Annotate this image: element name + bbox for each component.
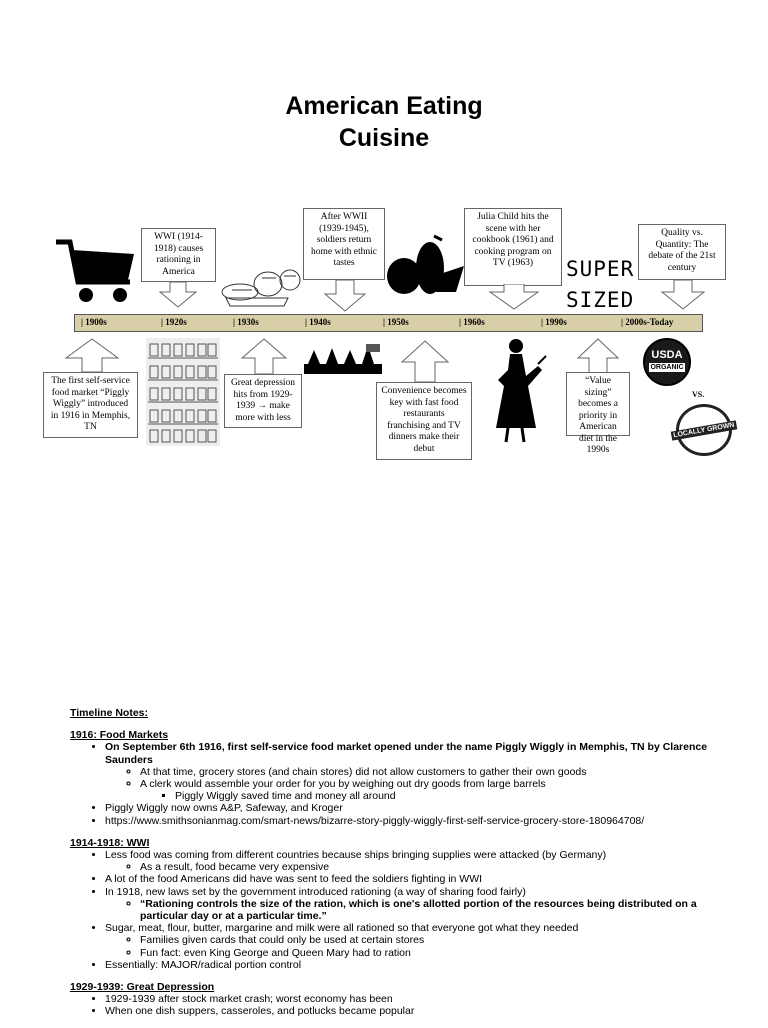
organic-text: ORGANIC xyxy=(649,363,685,372)
timeline-bar: 1900s 1920s 1930s 1940s 1950s 1960s 1990… xyxy=(74,314,703,332)
food-baskets-icon xyxy=(221,269,301,307)
list-item: Essentially: MAJOR/radical portion contr… xyxy=(105,959,720,971)
down-arrow-icon xyxy=(323,280,367,312)
piggly-wiggly-box: The first self-service food market “Pigg… xyxy=(43,372,138,438)
tick-1920s: 1920s xyxy=(161,317,187,327)
sized-text: SIZED xyxy=(566,288,635,312)
piggly-wiggly-text: The first self-service food market “Pigg… xyxy=(50,376,131,432)
list-item: Sugar, meat, flour, butter, margarine an… xyxy=(105,922,720,959)
down-arrow-icon xyxy=(158,282,198,308)
julia-child-box: Julia Child hits the scene with her cook… xyxy=(464,208,562,286)
value-sizing-box: “Value sizing” becomes a priority in Ame… xyxy=(566,372,630,455)
up-arrow-icon xyxy=(576,338,620,376)
list-item: At that time, grocery stores (and chain … xyxy=(140,766,720,778)
list-item: In 1918, new laws set by the government … xyxy=(105,886,720,923)
list-item: A lot of the food Americans did have was… xyxy=(105,873,720,885)
section-title-wwi: 1914-1918: WWI xyxy=(70,836,150,849)
list-item: When one dish suppers, casseroles, and p… xyxy=(105,1005,720,1017)
title-line-1: American Eating xyxy=(285,92,483,120)
wwi-text: WWI (1914-1918) causes rationing in Amer… xyxy=(153,232,204,277)
up-arrow-icon xyxy=(400,340,450,382)
convenience-text: Convenience becomes key with fast food r… xyxy=(381,386,467,454)
usda-organic-seal: USDA ORGANIC xyxy=(643,338,691,386)
list-item: A clerk would assemble your order for yo… xyxy=(140,778,720,802)
convenience-box: Convenience becomes key with fast food r… xyxy=(376,382,472,460)
page-title: American Eating Cuisine xyxy=(0,90,768,154)
notes-heading: Timeline Notes: xyxy=(70,707,148,719)
tick-2000s-today: 2000s-Today xyxy=(621,317,673,327)
timeline-notes: Timeline Notes: 1916: Food Markets On Se… xyxy=(70,707,720,1028)
list-item: As a result, food became very expensive xyxy=(140,861,720,873)
woman-cook-icon xyxy=(496,339,547,443)
down-arrow-icon xyxy=(660,280,706,310)
list-item: On September 6th 1916, first self-servic… xyxy=(105,741,720,802)
shopping-cart-icon xyxy=(56,239,134,302)
list-item: 1929-1939 after stock market crash; wors… xyxy=(105,993,720,1005)
locally-grown-seal: LOCALLY GROWN xyxy=(670,404,738,456)
up-arrow-icon xyxy=(64,338,120,372)
tick-1960s: 1960s xyxy=(459,317,485,327)
section-list-1916: On September 6th 1916, first self-servic… xyxy=(70,741,720,826)
quality-quantity-text: Quality vs. Quantity: The debate of the … xyxy=(648,228,716,273)
list-item: Piggly Wiggly now owns A&P, Safeway, and… xyxy=(105,802,720,814)
list-item: “Rationing controls the size of the rati… xyxy=(140,898,720,922)
wwii-box: After WWII (1939-1945), soldiers return … xyxy=(303,208,385,280)
smithsonian-link[interactable]: https://www.smithsonianmag.com/smart-new… xyxy=(105,815,720,827)
tick-1950s: 1950s xyxy=(383,317,409,327)
super-sized-label: SUPER SIZED xyxy=(566,254,634,316)
wwi-box: WWI (1914-1918) causes rationing in Amer… xyxy=(141,228,216,282)
title-line-2: Cuisine xyxy=(338,124,430,152)
ethnic-food-icon xyxy=(387,234,464,294)
down-arrow-icon xyxy=(488,284,540,310)
section-title-depression: 1929-1939: Great Depression xyxy=(70,981,215,994)
great-depression-text: Great depression hits from 1929-1939 → m… xyxy=(230,378,296,423)
super-text: SUPER xyxy=(566,257,635,281)
tick-1930s: 1930s xyxy=(233,317,259,327)
tick-1940s: 1940s xyxy=(305,317,331,327)
tick-1990s: 1990s xyxy=(541,317,567,327)
section-list-wwi: Less food was coming from different coun… xyxy=(70,849,720,971)
soldiers-icon xyxy=(304,344,382,374)
julia-child-text: Julia Child hits the scene with her cook… xyxy=(472,212,554,268)
section-title-1916: 1916: Food Markets xyxy=(70,729,169,742)
up-arrow-icon xyxy=(240,338,288,374)
great-depression-box: Great depression hits from 1929-1939 → m… xyxy=(224,374,302,428)
section-list-depression: 1929-1939 after stock market crash; wors… xyxy=(70,993,720,1017)
wwii-text: After WWII (1939-1945), soldiers return … xyxy=(311,212,377,268)
list-item: Less food was coming from different coun… xyxy=(105,849,720,873)
value-sizing-text: “Value sizing” becomes a priority in Ame… xyxy=(578,376,618,455)
list-item: Families given cards that could only be … xyxy=(140,934,720,946)
list-item: Fun fact: even King George and Queen Mar… xyxy=(140,947,720,959)
usda-text: USDA xyxy=(651,349,683,361)
grocery-shelves-icon xyxy=(146,338,220,446)
quality-quantity-box: Quality vs. Quantity: The debate of the … xyxy=(638,224,726,280)
locally-grown-text: LOCALLY GROWN xyxy=(670,419,738,441)
vs-label: VS. xyxy=(692,390,705,399)
list-item: Piggly Wiggly saved time and money all a… xyxy=(175,790,720,802)
tick-1900s: 1900s xyxy=(81,317,107,327)
